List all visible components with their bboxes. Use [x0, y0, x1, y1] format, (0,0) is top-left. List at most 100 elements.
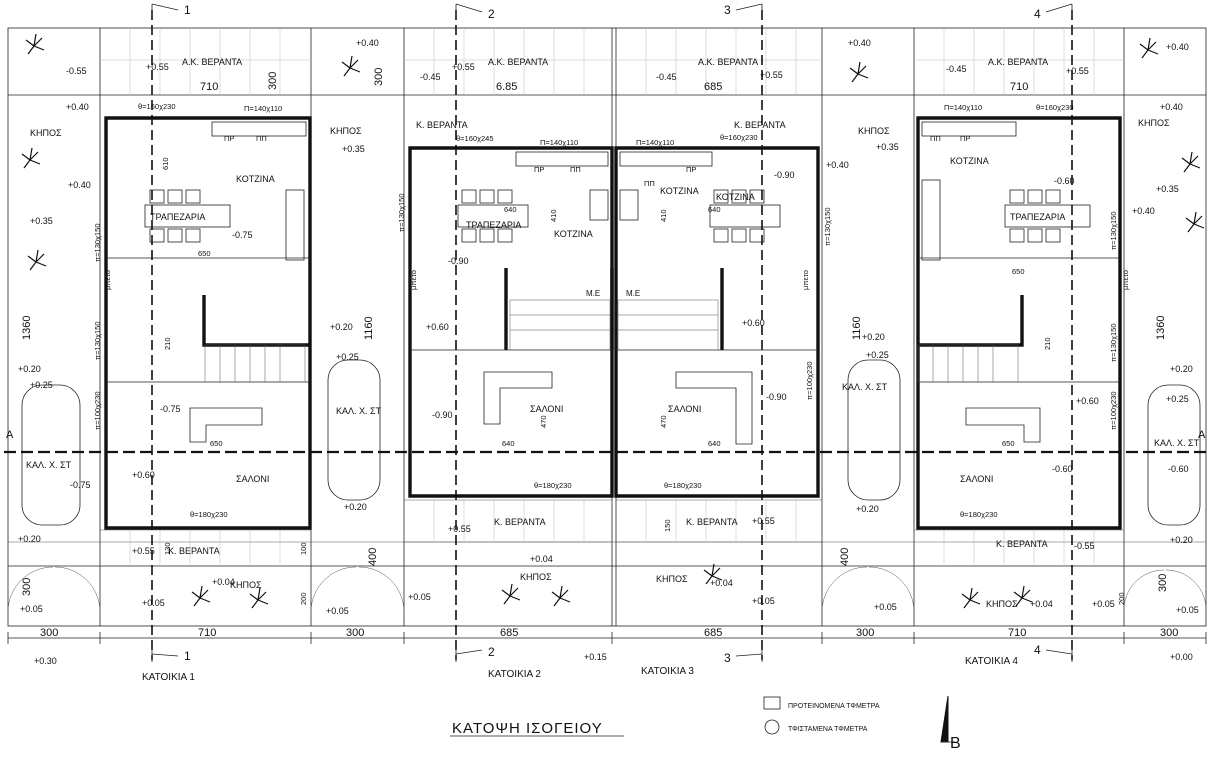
- house-3-rear-veranda: Α.Κ. ΒΕΡΑΝΤΑ: [698, 57, 758, 67]
- wall-concrete-1: μπετο: [103, 270, 112, 290]
- level-yard2-garden: +0.35: [342, 144, 365, 154]
- opening-h2-front: θ=180χ230: [534, 481, 572, 490]
- dim-living-3: 640: [708, 439, 721, 448]
- level-parking1: -0.75: [70, 480, 91, 490]
- dim-h4-depth: 1360: [1155, 316, 1167, 340]
- level-gate4: +0.05: [1092, 599, 1115, 609]
- house-1-veranda: Κ. ΒΕΡΑΝΤΑ: [168, 546, 220, 556]
- level-parking3-b: +0.25: [866, 350, 889, 360]
- wall-concrete-4: μπετο: [1121, 270, 1130, 290]
- house-1-rear-veranda: Α.Κ. ΒΕΡΑΝΤΑ: [182, 57, 242, 67]
- house-1-dining: ΤΡΑΠΕΖΑΡΙΑ: [150, 212, 205, 222]
- level-front-garden3: +0.04: [710, 578, 733, 588]
- opening-h4-front: θ=180χ230: [960, 510, 998, 519]
- level-yard2-rear: +0.40: [356, 38, 379, 48]
- legend-existing-swatch: [764, 719, 780, 735]
- level-gate3: +0.05: [752, 596, 775, 606]
- house-2-living: ΣΑΛΟΝΙ: [530, 404, 563, 414]
- level-h1-veranda: +0.55: [132, 546, 155, 556]
- level-parking4-c: +0.20: [1170, 535, 1193, 545]
- dim-h3-depth: 1160: [851, 316, 863, 340]
- house-3-label: ΚΑΤΟΙΚΙΑ 3: [641, 666, 694, 677]
- house-2-garden: ΚΗΠΟΣ: [330, 126, 362, 136]
- dim-h3-470: 470: [659, 415, 668, 428]
- section-lines: [4, 3, 1210, 662]
- level-yard4-b: +0.35: [1156, 184, 1179, 194]
- level-yard3-garden: +0.35: [876, 142, 899, 152]
- dim-living-2: 640: [502, 439, 515, 448]
- dim-h4-210: 210: [1043, 337, 1052, 350]
- dim-h1-210: 210: [163, 337, 172, 350]
- north-label: B: [950, 735, 961, 752]
- level-h1-rear: +0.55: [146, 62, 169, 72]
- level-gate1: +0.05: [20, 604, 43, 614]
- opening-h1-side-3: π=100χ230: [93, 391, 102, 430]
- dim-h2-depth: 1160: [363, 316, 375, 340]
- level-front-garden1: +0.04: [212, 577, 235, 587]
- dim-top-house-4: 710: [1010, 81, 1028, 93]
- level-gate3b: +0.05: [874, 602, 897, 612]
- dim-yard-1: 300: [40, 627, 58, 639]
- house-4-rear-veranda: Α.Κ. ΒΕΡΑΝΤΑ: [988, 57, 1048, 67]
- level-parking4-b: +0.25: [1166, 394, 1189, 404]
- section-mark-2-bottom: 2: [488, 645, 495, 659]
- house-2-front-garden: ΚΗΠΟΣ: [520, 572, 552, 582]
- house-4-dining: ΤΡΑΠΕΖΑΡΙΑ: [1010, 212, 1065, 222]
- dim-dining-2: 640: [504, 205, 517, 214]
- dim-kitchen-4: 650: [1012, 267, 1025, 276]
- house-2-rear-veranda: Α.Κ. ΒΕΡΑΝΤΑ: [488, 57, 548, 67]
- dim-house-3: 685: [704, 627, 722, 639]
- house-2-dining: ΤΡΑΠΕΖΑΡΙΑ: [466, 220, 521, 230]
- dim-dining-3: 640: [708, 205, 721, 214]
- dining-tables: [144, 189, 1091, 243]
- level-h2-veranda: +0.55: [448, 524, 471, 534]
- level-h3-veranda: +0.55: [752, 516, 775, 526]
- house-1-label: ΚΑΤΟΙΚΙΑ 1: [142, 672, 195, 683]
- house-3-wc: Μ.Ε: [626, 289, 640, 298]
- house-4-walls: [916, 116, 1122, 530]
- house-1-living: ΣΑΛΟΝΙ: [236, 474, 269, 484]
- level-h4-dining: -0.60: [1054, 176, 1075, 186]
- house-4-parking: ΚΑΛ. Χ. ΣΤ: [1154, 438, 1200, 448]
- level-h2-side: +0.60: [426, 322, 449, 332]
- level-h4-side: +0.60: [1076, 396, 1099, 406]
- dim-house-1: 710: [198, 627, 216, 639]
- house-1-garden: ΚΗΠΟΣ: [30, 128, 62, 138]
- parking-cars: [21, 359, 1201, 526]
- level-h4-rear-b: +0.55: [1066, 66, 1089, 76]
- level-h2-living: -0.90: [432, 410, 453, 420]
- level-parking1-c: +0.20: [18, 534, 41, 544]
- house-3-living: ΣΑΛΟΝΙ: [668, 404, 701, 414]
- opening-h1-side-2: π=130χ150: [93, 321, 102, 360]
- dim-h1-100: 100: [299, 542, 308, 555]
- house-3-veranda: Κ. ΒΕΡΑΝΤΑ: [686, 517, 738, 527]
- opening-h3-side-2: π=100χ230: [805, 361, 814, 400]
- house-3-parking: ΚΑΛ. Χ. ΣΤ: [842, 382, 888, 392]
- dim-living-1: 650: [210, 439, 223, 448]
- living-sofas: [189, 371, 1041, 445]
- opening-h3-kitchen: Π=140χ110: [636, 138, 674, 147]
- section-mark-4-bottom: 4: [1034, 643, 1041, 657]
- kitchen-pr-2: ΠΡ: [534, 165, 544, 174]
- level-yard1-b: +0.40: [68, 180, 91, 190]
- opening-h1-rear: θ=160χ230: [138, 102, 176, 111]
- rear-veranda-tiles: [100, 28, 1124, 95]
- gates: [7, 566, 1207, 613]
- house-1-parking: ΚΑΛ. Χ. ΣΤ: [26, 460, 72, 470]
- kitchen-pp-2: ΠΠ: [570, 165, 581, 174]
- level-yard4-c: +0.40: [1132, 206, 1155, 216]
- dim-h4-200: 200: [1117, 592, 1126, 605]
- level-yard4-rear: +0.40: [1166, 42, 1189, 52]
- dim-kitchen-1: 650: [198, 249, 211, 258]
- kitchen-pp-3: ΠΠ: [644, 179, 655, 188]
- dim-h1-depth: 1360: [21, 316, 33, 340]
- opening-h1-kitchen: Π=140χ110: [244, 104, 282, 113]
- kitchen-pr-3: ΠΡ: [686, 165, 696, 174]
- level-garden1: +0.05: [142, 598, 165, 608]
- opening-h3-rear: θ=160χ230: [720, 133, 758, 142]
- level-front-garden4: +0.04: [1030, 599, 1053, 609]
- level-h2-rear-a: -0.45: [420, 72, 441, 82]
- garden-trees: [21, 33, 1205, 609]
- level-h3-side: +0.60: [742, 318, 765, 328]
